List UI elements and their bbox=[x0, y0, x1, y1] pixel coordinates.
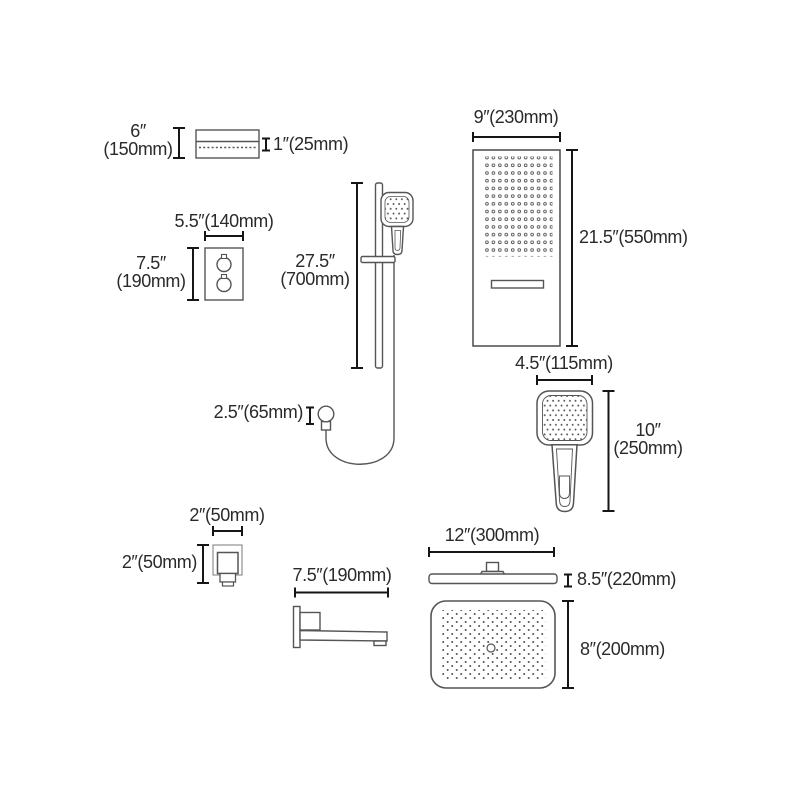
dim-connector-width-line bbox=[212, 526, 243, 536]
dim-value-mm: (150mm) bbox=[103, 139, 173, 159]
rain-head-face-view bbox=[430, 600, 556, 689]
dim-panel-height-line bbox=[566, 149, 578, 347]
dim-value: 2″(50mm) bbox=[121, 552, 198, 572]
dim-label-tub-spout-length: 7.5″(190mm) bbox=[262, 566, 422, 584]
dim-value: 2.5″(65mm) bbox=[213, 402, 304, 422]
dim-valve-height-line bbox=[187, 247, 199, 301]
rain-head-side-view bbox=[428, 561, 558, 585]
hand-shower-face-small bbox=[384, 196, 410, 223]
dim-label-hand-shower-width: 4.5″(115mm) bbox=[484, 354, 644, 372]
dim-label-hand-shower-height: 10″ (250mm) bbox=[610, 421, 686, 457]
dim-slide-bar-height-line bbox=[351, 182, 363, 369]
dim-value: 7.5″(190mm) bbox=[292, 565, 392, 585]
dim-value: 10″ bbox=[635, 420, 661, 440]
dim-tub-spout-length-line bbox=[294, 587, 389, 598]
dim-label-rain-head-width: 12″(300mm) bbox=[410, 526, 574, 544]
dim-value: 12″(300mm) bbox=[444, 525, 540, 545]
shower-hose bbox=[325, 255, 395, 465]
dim-value: 9″(230mm) bbox=[473, 107, 559, 127]
dim-label-panel-height: 21.5″(550mm) bbox=[579, 228, 688, 246]
dim-value-mm: (190mm) bbox=[116, 271, 186, 291]
tub-spout-drawing bbox=[292, 605, 388, 649]
dim-value: 27.5″ bbox=[295, 251, 335, 271]
dim-value: 7.5″ bbox=[136, 253, 166, 273]
dim-slim-head-length-line bbox=[173, 127, 185, 159]
dim-label-slide-bar-height: 27.5″ (700mm) bbox=[273, 252, 357, 288]
dim-label-valve-width: 5.5″(140mm) bbox=[144, 212, 304, 230]
dim-slim-head-thickness-line bbox=[262, 137, 270, 152]
dim-hand-shower-width-line bbox=[536, 375, 593, 385]
dim-rain-head-width-line bbox=[428, 547, 555, 557]
dim-rain-head-face-line bbox=[562, 600, 574, 689]
slide-bar bbox=[374, 182, 384, 369]
slide-bar-assembly-drawing bbox=[317, 182, 414, 465]
dim-connector-height-line bbox=[197, 544, 209, 584]
hand-shower-handle-outline bbox=[556, 448, 573, 507]
dim-value: 1″(25mm) bbox=[273, 134, 349, 154]
wall-connector-drawing bbox=[212, 544, 243, 587]
dim-label-rain-head-depth: 8.5″(220mm) bbox=[577, 570, 676, 588]
thermostatic-valve-drawing bbox=[204, 247, 244, 301]
dim-value: 6″ bbox=[130, 121, 146, 141]
dim-label-rain-head-face: 8″(200mm) bbox=[580, 640, 665, 658]
dim-hand-shower-height-line bbox=[602, 390, 615, 512]
hand-shower-face bbox=[542, 395, 588, 441]
rain-head-center-cap bbox=[486, 643, 496, 653]
dim-value-mm: (700mm) bbox=[280, 269, 350, 289]
dim-panel-width-line bbox=[472, 132, 561, 142]
hand-shower-handle-detail bbox=[394, 230, 402, 251]
dim-value-mm: (250mm) bbox=[613, 438, 683, 458]
dim-value: 21.5″(550mm) bbox=[579, 227, 688, 247]
dim-rain-head-depth-line bbox=[564, 573, 572, 588]
shower-panel-drawing bbox=[472, 149, 561, 347]
dim-value: 8″(200mm) bbox=[580, 639, 665, 659]
dim-value: 8.5″(220mm) bbox=[577, 569, 677, 589]
dim-label-connector-height: 2″(50mm) bbox=[107, 552, 198, 572]
dim-label-hose-outlet-offset: 2.5″(65mm) bbox=[210, 402, 304, 422]
hand-shower-handle-slot bbox=[559, 475, 570, 499]
dim-value: 2″(50mm) bbox=[189, 505, 265, 525]
dim-value: 5.5″(140mm) bbox=[174, 211, 274, 231]
hand-shower-large-drawing bbox=[536, 390, 594, 513]
dim-valve-width-line bbox=[204, 231, 244, 241]
dim-value: 4.5″(115mm) bbox=[515, 353, 613, 373]
panel-nozzle-grid bbox=[482, 156, 553, 257]
slide-bar-bracket bbox=[360, 255, 396, 264]
dim-label-valve-height: 7.5″ (190mm) bbox=[106, 254, 196, 290]
panel-waterfall-slot bbox=[490, 279, 545, 289]
dim-hose-outlet-offset-line bbox=[306, 406, 314, 425]
dim-label-slim-head-length: 6″ (150mm) bbox=[96, 122, 180, 158]
dim-label-panel-width: 9″(230mm) bbox=[436, 108, 596, 126]
dim-label-connector-width: 2″(50mm) bbox=[152, 506, 302, 524]
dim-label-slim-head-thickness: 1″(25mm) bbox=[273, 134, 349, 154]
wall-outlet-elbow bbox=[317, 405, 335, 423]
slim-shower-head-side-view bbox=[195, 129, 260, 159]
wall-outlet-stem bbox=[320, 420, 332, 431]
